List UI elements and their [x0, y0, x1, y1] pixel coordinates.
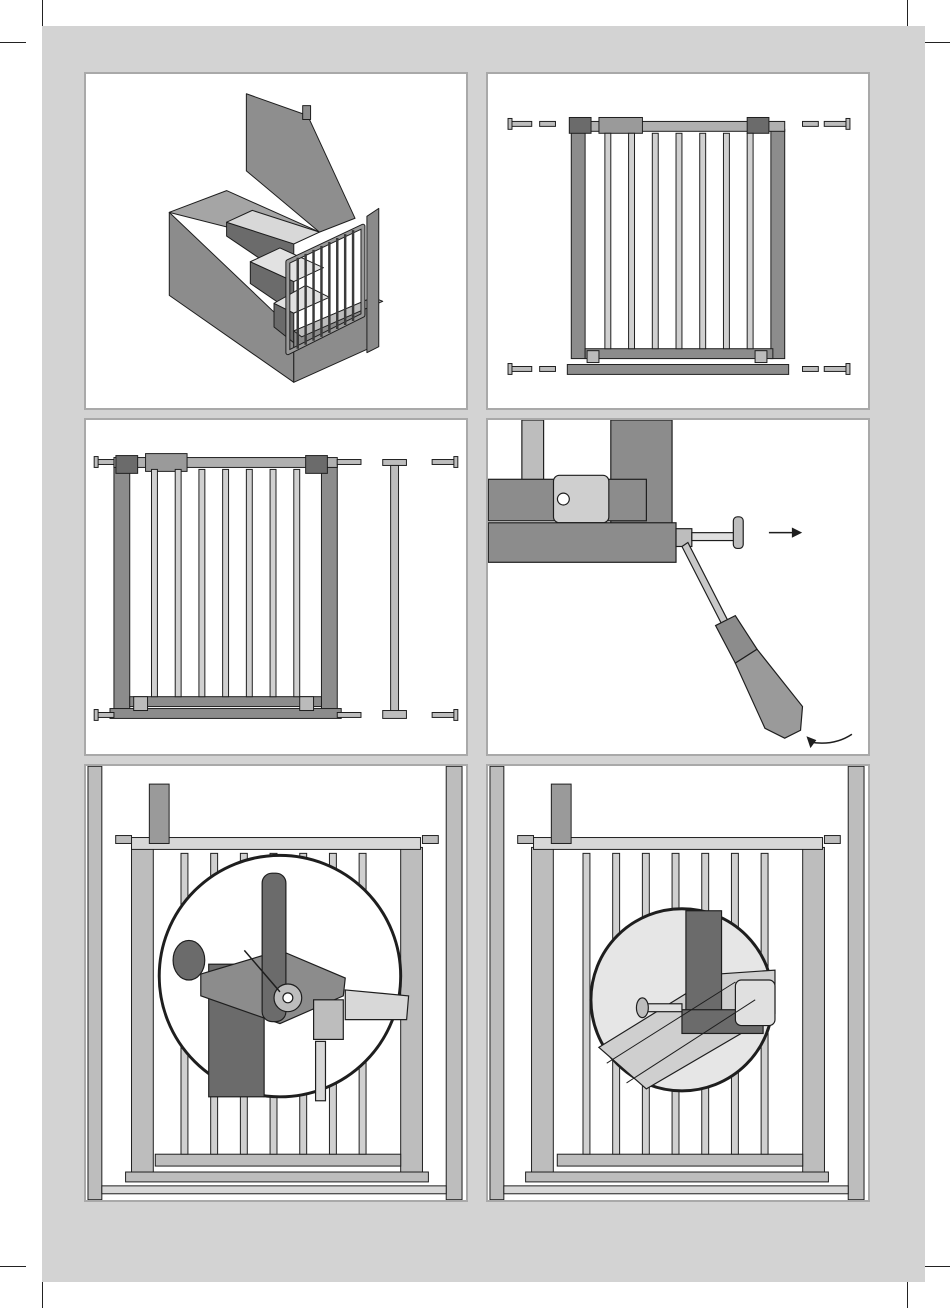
crop-mark: [924, 42, 950, 43]
lock-mechanism-zoom-illustration: [86, 766, 466, 1200]
gate-extension-illustration: [86, 420, 466, 754]
panel-stairs-overview: [84, 72, 468, 410]
crop-mark: [924, 1266, 950, 1267]
crop-mark: [42, 1282, 43, 1308]
crop-mark: [907, 1282, 908, 1308]
crop-mark: [0, 42, 26, 43]
bottom-spindle-zoom-illustration: [488, 766, 868, 1200]
gate-exploded-spindles-illustration: [488, 74, 868, 408]
panel-gate-with-spindles: [486, 72, 870, 410]
panel-foot-detail: [486, 764, 870, 1202]
crop-mark: [907, 0, 908, 26]
panel-lock-detail: [84, 764, 468, 1202]
crop-mark: [42, 0, 43, 26]
crop-mark: [0, 1266, 26, 1267]
panel-screwdriver-adjust: [486, 418, 870, 756]
screwdriver-tightening-illustration: [488, 420, 868, 754]
staircase-with-gate-illustration: [86, 74, 466, 408]
panel-gate-with-extension: [84, 418, 468, 756]
